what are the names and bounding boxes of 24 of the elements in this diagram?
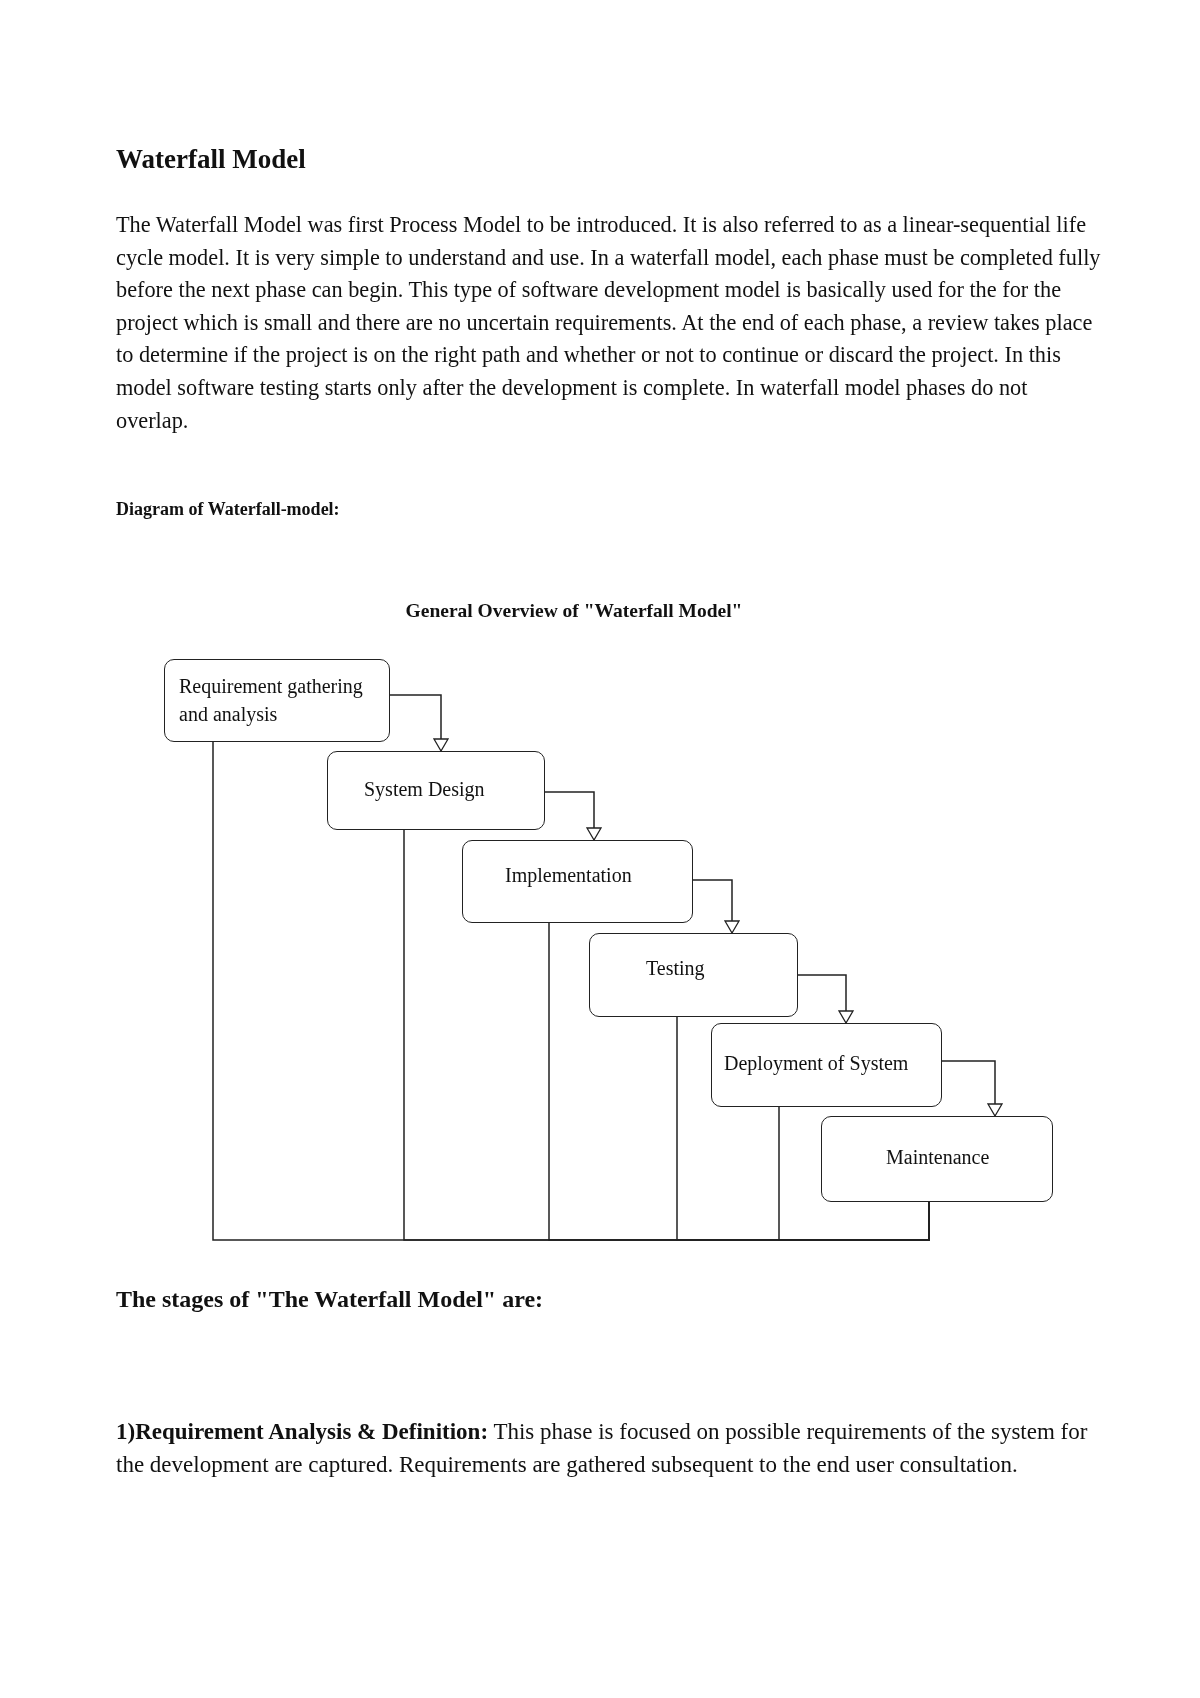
feedback-line [212,741,930,1241]
process-box [462,840,693,923]
arrow [797,974,854,1024]
arrow [544,791,602,841]
box-text: System Design [364,777,486,803]
process-box [164,659,390,742]
page-heading: Waterfall Model [116,144,306,175]
intro-paragraph: The Waterfall Model was first Process Model to be introduced. It is also referred to as a linear-sequential life cycle model. It is very simple to understand and use. In a waterfall model, each phase must be completed fully before the next phase can begin. This type of software development model is basically used for the for the project which is small and there are no uncertain requirements. At the end of each phase, a review takes place to determine if the project is on the right path and whether or not to continue or discard the project. In this model software testing starts only after the development is complete. In waterfall model phases do not overlap. [116,211,1101,435]
box-text: Implementation [505,863,633,889]
process-box [589,933,798,1017]
box-text: Maintenance [886,1145,991,1170]
arrow [941,1060,1003,1117]
box-text: Deployment of System [724,1051,910,1077]
section-heading: The stages of "The Waterfall Model" are: [116,1285,545,1314]
stage-description: 1)Requirement Analysis & Definition: This phase is focused on possible requirements of the system for the development are captured. Requirements are gathered subsequent to the end user consultation. [116,1418,1089,1479]
box-text: Requirement gathering and analysis [179,674,364,728]
box-text: Testing [646,956,706,982]
arrow [692,879,740,934]
section-label: Diagram of Waterfall-model: [116,498,341,521]
process-box [711,1023,942,1107]
arrow [389,694,449,752]
overview-label: General Overview of "Waterfall Model" [404,599,744,623]
process-box [821,1116,1053,1202]
process-box [327,751,545,830]
